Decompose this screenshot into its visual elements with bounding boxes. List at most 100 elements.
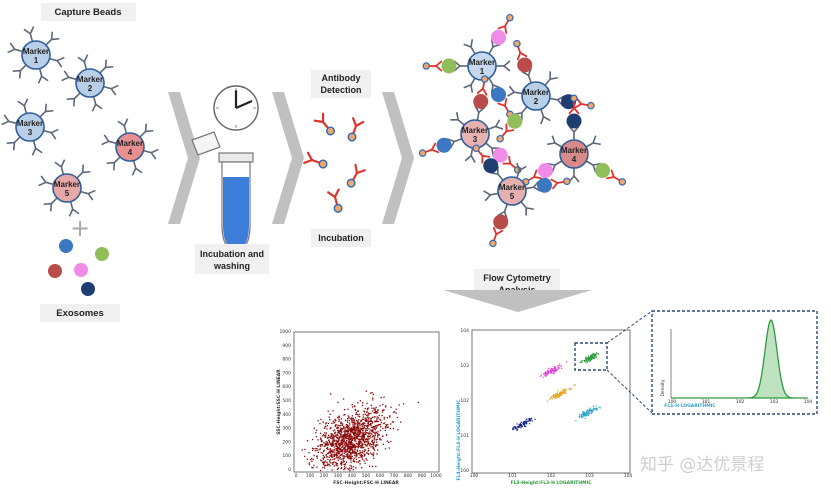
event-dot: [343, 467, 346, 470]
event-dot: [357, 429, 360, 431]
event-dot: [374, 429, 376, 431]
event-dot: [336, 448, 339, 450]
event-dot: [343, 452, 346, 454]
event-dot: [376, 417, 378, 420]
histogram-xtick: 103: [770, 399, 779, 405]
event-dot: [346, 440, 348, 442]
plot2-ytick: 102: [460, 398, 469, 404]
event-dot: [304, 448, 306, 451]
event-dot: [349, 444, 351, 446]
plot1-xlabel: FSC-Height:FSC-H LINEAR: [333, 480, 399, 486]
event-dot: [343, 435, 345, 437]
event-dot: [367, 447, 370, 450]
event-dot: [336, 450, 339, 452]
event-dot: [316, 449, 318, 452]
event-dot: [351, 451, 353, 454]
event-dot: [326, 455, 328, 458]
event-dot: [344, 435, 346, 437]
event-dot: [354, 436, 356, 438]
event-dot: [338, 450, 340, 453]
incubation-label-box: [311, 229, 371, 247]
event-dot: [347, 430, 350, 433]
event-dot: [359, 430, 361, 433]
event-dot: [325, 422, 328, 424]
detection-antibody-icon: [344, 117, 365, 144]
event-dot: [350, 452, 352, 454]
event-dot: [349, 433, 351, 435]
event-dot: [362, 438, 365, 441]
event-dot: [392, 421, 394, 423]
event-dot: [348, 446, 350, 448]
event-dot: [343, 433, 345, 436]
event-dot: [359, 431, 362, 433]
detection-antibody-icon: [422, 60, 443, 72]
event-dot: [335, 443, 337, 446]
event-dot: [330, 427, 332, 429]
event-dot: [332, 462, 334, 464]
bead-marker-label: Marker: [23, 47, 49, 56]
event-dot: [356, 413, 358, 416]
event-dot: [359, 416, 361, 418]
event-dot: [347, 434, 349, 437]
event-dot: [350, 448, 352, 451]
detection-antibody-icon: [510, 38, 528, 61]
event-dot: [338, 420, 340, 422]
event-dot: [360, 455, 363, 457]
bead-marker-number: 1: [480, 67, 485, 76]
event-dot: [336, 446, 339, 448]
plot1-xtick: 900: [418, 473, 427, 479]
event-dot: [350, 417, 352, 419]
event-dot: [343, 426, 345, 428]
event-dot: [374, 412, 377, 414]
histogram-xtick: 102: [736, 399, 745, 405]
event-dot: [349, 445, 351, 447]
event-dot: [331, 436, 333, 438]
event-dot: [382, 443, 385, 445]
event-dot: [392, 427, 395, 430]
event-dot: [383, 418, 385, 420]
event-dot: [361, 438, 364, 440]
event-dot: [363, 441, 366, 444]
event-dot: [318, 449, 320, 451]
event-dot: [324, 445, 326, 447]
event-dot: [313, 427, 316, 429]
event-dot: [332, 435, 335, 437]
event-dot: [355, 436, 358, 439]
event-dot: [369, 423, 372, 426]
event-dot: [338, 442, 340, 445]
event-dot: [341, 441, 343, 443]
event-dot: [349, 457, 352, 460]
event-dot: [339, 462, 342, 465]
event-dot: [336, 429, 339, 431]
event-dot: [348, 450, 350, 452]
event-dot: [344, 447, 346, 450]
antibody-detection-label-line2: Detection: [320, 85, 361, 95]
event-dot: [355, 430, 357, 432]
event-dot: [371, 407, 373, 409]
event-dot: [383, 422, 385, 425]
event-dot: [323, 461, 325, 463]
event-dot: [333, 429, 336, 431]
event-dot: [363, 435, 365, 437]
event-dot: [324, 461, 326, 464]
antibody-detection-label-box: [311, 70, 371, 98]
event-dot: [347, 456, 349, 459]
event-dot: [341, 443, 343, 446]
event-dot: [335, 461, 337, 464]
event-dot: [367, 443, 370, 445]
event-dot: [361, 429, 364, 431]
event-dot: [323, 462, 325, 465]
event-dot: [351, 415, 354, 417]
event-dot: [363, 422, 365, 424]
event-dot: [385, 424, 388, 427]
event-dot: [330, 451, 332, 453]
event-dot: [354, 439, 356, 441]
event-dot: [329, 441, 331, 444]
event-dot: [347, 421, 349, 423]
event-dot: [354, 440, 356, 442]
event-dot: [369, 434, 372, 437]
event-dot: [359, 432, 362, 434]
event-dot: [355, 422, 357, 425]
event-dot: [322, 457, 324, 459]
